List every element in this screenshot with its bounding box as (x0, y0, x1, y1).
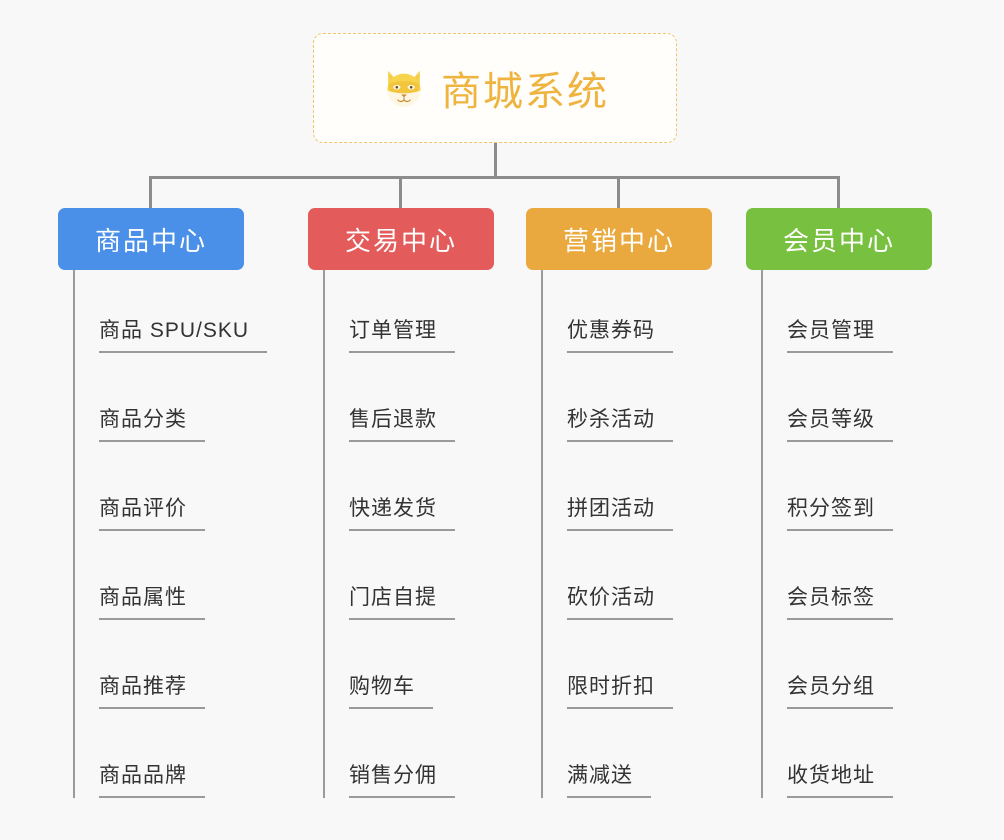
root-node-title: 商城系统 (441, 70, 609, 114)
leaf-item[interactable]: 限时折扣 (541, 626, 673, 715)
leaf-item[interactable]: 秒杀活动 (541, 359, 673, 448)
leaf-item[interactable]: 会员分组 (761, 626, 893, 715)
leaf-item-label: 商品评价 (99, 492, 205, 531)
category-label: 会员中心 (782, 225, 895, 256)
category-box-4[interactable]: 会员中心 (746, 208, 932, 270)
branch-column-3: 优惠券码秒杀活动拼团活动砍价活动限时折扣满减送 (541, 270, 673, 804)
leaf-item-label: 商品品牌 (99, 759, 205, 798)
leaf-item[interactable]: 售后退款 (323, 359, 455, 448)
category-box-1[interactable]: 商品中心 (58, 208, 244, 270)
leaf-item-label: 销售分佣 (349, 759, 455, 798)
leaf-item-label: 商品属性 (99, 581, 205, 620)
connector-horizontal-bus (149, 176, 839, 179)
leaf-item[interactable]: 收货地址 (761, 715, 893, 804)
category-label: 交易中心 (344, 225, 457, 256)
leaf-item[interactable]: 订单管理 (323, 270, 455, 359)
category-box-3[interactable]: 营销中心 (526, 208, 712, 270)
leaf-item-label: 售后退款 (349, 403, 455, 442)
leaf-item-label: 会员管理 (787, 314, 893, 353)
leaf-item-label: 订单管理 (349, 314, 455, 353)
leaf-item[interactable]: 门店自提 (323, 537, 455, 626)
branch-column-4: 会员管理会员等级积分签到会员标签会员分组收货地址 (761, 270, 893, 804)
leaf-item[interactable]: 商品属性 (73, 537, 267, 626)
leaf-item-label: 门店自提 (349, 581, 455, 620)
connector-drop-1 (149, 176, 152, 209)
branch-spine (541, 270, 543, 798)
leaf-item-label: 商品推荐 (99, 670, 205, 709)
leaf-item[interactable]: 商品 SPU/SKU (73, 270, 268, 359)
leaf-item[interactable]: 满减送 (541, 715, 673, 804)
leaf-item[interactable]: 会员管理 (761, 270, 893, 359)
leaf-item[interactable]: 销售分佣 (323, 715, 455, 804)
connector-drop-2 (399, 176, 402, 209)
branch-spine (323, 270, 325, 798)
leaf-item[interactable]: 积分签到 (761, 448, 893, 537)
branch-spine (73, 270, 75, 798)
leaf-item-label: 会员分组 (787, 670, 893, 709)
leaf-item-label: 拼团活动 (567, 492, 673, 531)
branch-column-2: 订单管理售后退款快递发货门店自提购物车销售分佣 (323, 270, 455, 804)
branch-column-1: 商品 SPU/SKU 商品分类商品评价商品属性商品推荐商品品牌 (73, 270, 268, 804)
leaf-item[interactable]: 拼团活动 (541, 448, 673, 537)
leaf-item-label: 商品分类 (99, 403, 205, 442)
leaf-item-label: 砍价活动 (567, 581, 673, 620)
leaf-item-label: 优惠券码 (567, 314, 673, 353)
leaf-item-label: 会员等级 (787, 403, 893, 442)
leaf-item-label: 限时折扣 (567, 670, 673, 709)
category-box-2[interactable]: 交易中心 (308, 208, 494, 270)
leaf-item[interactable]: 会员标签 (761, 537, 893, 626)
leaf-item[interactable]: 购物车 (323, 626, 455, 715)
leaf-item-label: 购物车 (349, 670, 433, 709)
leaf-item-label: 收货地址 (787, 759, 893, 798)
leaf-item[interactable]: 商品分类 (73, 359, 267, 448)
connector-drop-3 (617, 176, 620, 209)
leaf-item[interactable]: 优惠券码 (541, 270, 673, 359)
leaf-item-label: 商品 SPU/SKU (99, 314, 268, 353)
leaf-item-label: 满减送 (567, 759, 651, 798)
leaf-item[interactable]: 商品推荐 (73, 626, 267, 715)
root-node-mall-system[interactable]: 商城系统 (313, 33, 677, 143)
leaf-item[interactable]: 会员等级 (761, 359, 893, 448)
leaf-item-label: 秒杀活动 (567, 403, 673, 442)
leaf-item[interactable]: 商品评价 (73, 448, 267, 537)
branch-spine (761, 270, 763, 798)
leaf-item[interactable]: 砍价活动 (541, 537, 673, 626)
leaf-item-label: 快递发货 (349, 492, 455, 531)
leaf-item[interactable]: 快递发货 (323, 448, 455, 537)
shiba-dog-face-icon (381, 65, 427, 111)
category-label: 营销中心 (562, 225, 675, 256)
connector-root-stem (494, 143, 497, 179)
leaf-item-label: 会员标签 (787, 581, 893, 620)
category-label: 商品中心 (94, 225, 207, 256)
connector-drop-4 (837, 176, 840, 209)
leaf-item-label: 积分签到 (787, 492, 893, 531)
leaf-item[interactable]: 商品品牌 (73, 715, 267, 804)
